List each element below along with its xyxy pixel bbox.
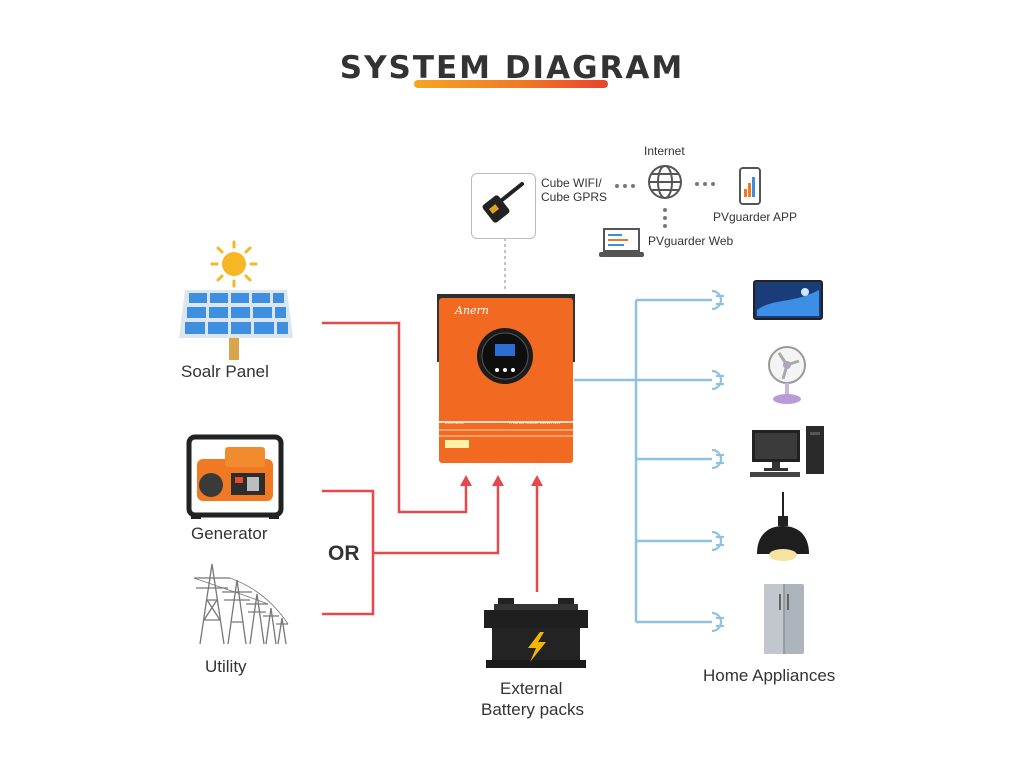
inverter-brand: Anern bbox=[455, 304, 489, 317]
grid-to-inverter-line bbox=[373, 484, 500, 555]
or-label: OR bbox=[328, 542, 360, 565]
battery-label-line2: Battery packs bbox=[481, 700, 584, 719]
utility-label: Utility bbox=[205, 657, 247, 676]
plug-icon bbox=[711, 611, 724, 633]
wifi-dongle-icon bbox=[482, 182, 524, 223]
internet-label: Internet bbox=[644, 144, 685, 158]
wifi-module-box bbox=[471, 173, 536, 239]
fan-icon bbox=[768, 346, 806, 404]
globe-icon bbox=[648, 165, 682, 199]
battery-label-line1: External bbox=[500, 679, 563, 698]
battery-icon bbox=[484, 598, 588, 668]
lightning-icon bbox=[528, 632, 546, 662]
plug-icon bbox=[711, 530, 724, 552]
smartphone-icon bbox=[739, 167, 761, 205]
solar-panel-label: Soalr Panel bbox=[181, 362, 269, 381]
inverter-device: Anern ECO-4200 HYBRID SOLAR INVERTER bbox=[437, 294, 575, 464]
generator-label: Generator bbox=[191, 524, 268, 543]
plug-icon bbox=[711, 289, 724, 311]
sun-icon bbox=[210, 240, 258, 288]
lamp-icon bbox=[757, 492, 809, 561]
title-underline bbox=[414, 80, 608, 88]
plug-icon bbox=[711, 448, 724, 470]
laptop-icon bbox=[599, 228, 644, 257]
inverter-model: ECO-4200 bbox=[445, 420, 464, 425]
arrow-solar bbox=[460, 475, 472, 486]
web-label: PVguarder Web bbox=[648, 234, 734, 248]
inverter-caption: HYBRID SOLAR INVERTER bbox=[509, 420, 561, 425]
tv-icon bbox=[753, 280, 823, 320]
computer-icon bbox=[750, 426, 824, 477]
solar-to-inverter-line bbox=[322, 321, 468, 514]
utility-tower-icon bbox=[193, 563, 289, 645]
app-label: PVguarder APP bbox=[713, 210, 798, 224]
fridge-icon bbox=[764, 584, 804, 654]
generator-icon bbox=[186, 434, 284, 519]
module-label-1: Cube WIFI/ bbox=[541, 176, 602, 190]
arrow-grid bbox=[492, 475, 504, 486]
arrow-battery bbox=[531, 475, 543, 486]
plug-icon bbox=[711, 369, 724, 391]
solar-panel-icon bbox=[179, 240, 293, 360]
module-label-2: Cube GPRS bbox=[541, 190, 608, 204]
home-appliances-label: Home Appliances bbox=[703, 666, 836, 685]
